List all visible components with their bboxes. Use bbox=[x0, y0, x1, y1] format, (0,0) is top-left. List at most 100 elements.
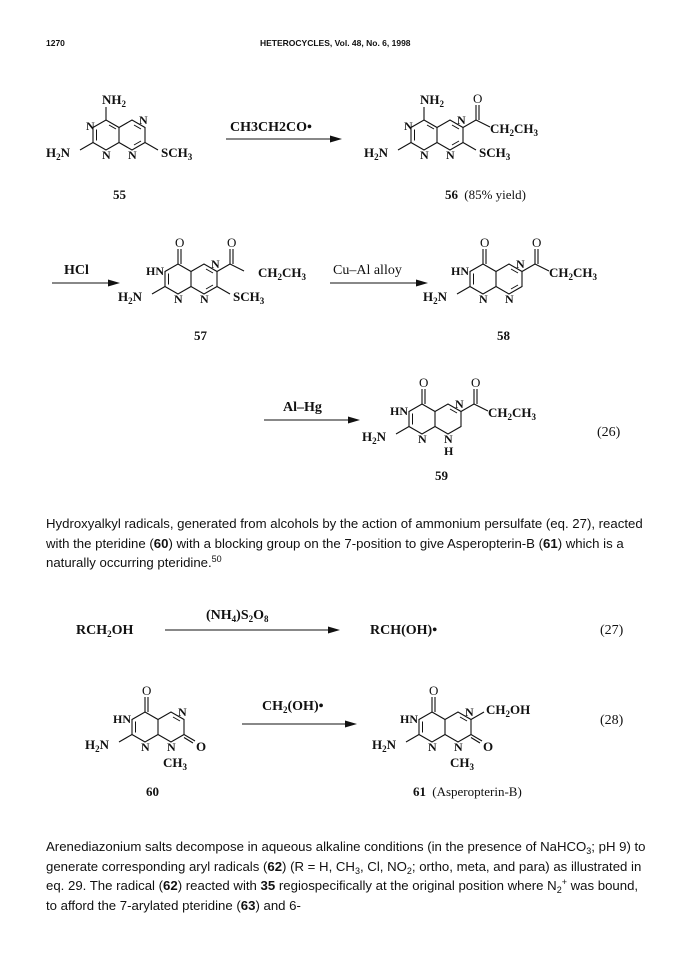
svg-text:N: N bbox=[455, 397, 464, 411]
eq27-product: RCH(OH)• bbox=[370, 623, 437, 638]
svg-text:N: N bbox=[167, 740, 176, 754]
ref-compound-60: 60 bbox=[153, 535, 169, 551]
paragraph-hydroxyalkyl-radicals: Hydroxyalkyl radicals, generated from al… bbox=[46, 516, 643, 571]
svg-text:N: N bbox=[200, 292, 209, 306]
svg-text:O: O bbox=[483, 739, 493, 754]
paragraph-arenediazonium: Arenediazonium salts decompose in aqueou… bbox=[46, 839, 646, 913]
ref-compound-63: 63 bbox=[240, 897, 256, 913]
svg-text:N: N bbox=[505, 292, 514, 306]
svg-text:N: N bbox=[479, 292, 488, 306]
svg-text:N: N bbox=[86, 119, 95, 133]
svg-text:N: N bbox=[444, 432, 453, 446]
c61-number: 61 bbox=[413, 784, 426, 799]
svg-text:N: N bbox=[428, 740, 437, 754]
eq27-reactant: RCH2OH bbox=[76, 623, 134, 639]
svg-text:CH3: CH3 bbox=[450, 755, 475, 772]
reaction-schemes-27-28: RCH2OH (NH4)S2O8 RCH(OH)• (27) O HN N N … bbox=[76, 608, 624, 799]
svg-text:N: N bbox=[404, 119, 413, 133]
c61-name: (Asperopterin-B) bbox=[432, 784, 522, 799]
svg-text:H: H bbox=[444, 444, 454, 458]
svg-text:O: O bbox=[532, 235, 541, 250]
equation-number-26: (26) bbox=[597, 425, 621, 440]
reaction-schemes: NH2 N N N N H2N SCH3 55 CH3CH2CO• NH2 N … bbox=[46, 91, 621, 483]
svg-text:H2N: H2N bbox=[364, 145, 389, 162]
structure-60: O HN N N N O H2N CH3 bbox=[85, 683, 206, 772]
running-header: 1270 HETEROCYCLES, Vol. 48, No. 6, 1998 bbox=[0, 38, 691, 54]
svg-text:N: N bbox=[174, 292, 183, 306]
compound-label-60: 60 bbox=[146, 784, 159, 799]
svg-text:O: O bbox=[473, 91, 482, 106]
ref-compound-62: 62 bbox=[267, 858, 283, 874]
structure-57: O O HN N N N H2N SCH3 CH2CH3 bbox=[118, 235, 307, 306]
compound-label-56: 56 (85% yield) bbox=[445, 187, 526, 202]
svg-text:HN: HN bbox=[113, 712, 131, 726]
reagent-hcl: HCl bbox=[64, 263, 89, 278]
svg-text:O: O bbox=[480, 235, 489, 250]
ref-compound-62b: 62 bbox=[163, 878, 178, 894]
svg-text:N: N bbox=[128, 148, 137, 162]
svg-text:N: N bbox=[446, 148, 455, 162]
journal-citation: HETEROCYCLES, Vol. 48, No. 6, 1998 bbox=[260, 38, 411, 48]
svg-text:CH2OH: CH2OH bbox=[486, 702, 530, 719]
reagent-propionyl-radical: CH3CH2CO• bbox=[230, 120, 312, 135]
svg-text:HN: HN bbox=[146, 264, 164, 278]
structure-55: NH2 N N N N H2N SCH3 bbox=[46, 92, 193, 162]
svg-text:HN: HN bbox=[400, 712, 418, 726]
structure-61: O HN N N N O H2N CH3 CH2OH bbox=[372, 683, 530, 772]
svg-text:N: N bbox=[211, 257, 220, 271]
svg-text:O: O bbox=[227, 235, 236, 250]
reagent-cu-al-alloy: Cu–Al alloy bbox=[333, 263, 402, 278]
c56-number: 56 bbox=[445, 187, 459, 202]
svg-text:CH2CH3: CH2CH3 bbox=[549, 265, 598, 282]
structure-59: O O HN N N H N H2N CH2CH3 bbox=[362, 375, 537, 458]
svg-text:N: N bbox=[102, 148, 111, 162]
svg-text:O: O bbox=[175, 235, 184, 250]
svg-text:H2N: H2N bbox=[372, 737, 397, 754]
svg-text:N: N bbox=[420, 148, 429, 162]
structure-58: O O HN N N N H2N CH2CH3 bbox=[423, 235, 598, 306]
svg-text:HN: HN bbox=[451, 264, 469, 278]
svg-text:O: O bbox=[429, 683, 438, 698]
svg-text:SCH3: SCH3 bbox=[233, 289, 265, 306]
svg-text:H2N: H2N bbox=[362, 429, 387, 446]
svg-text:CH2CH3: CH2CH3 bbox=[258, 265, 307, 282]
compound-label-58: 58 bbox=[497, 328, 511, 343]
svg-text:N: N bbox=[454, 740, 463, 754]
svg-text:H2N: H2N bbox=[85, 737, 110, 754]
svg-text:N: N bbox=[457, 113, 466, 127]
svg-text:CH2CH3: CH2CH3 bbox=[490, 121, 539, 138]
svg-text:N: N bbox=[418, 432, 427, 446]
c56-yield: (85% yield) bbox=[464, 187, 526, 202]
svg-text:O: O bbox=[142, 683, 151, 698]
reagent-al-hg: Al–Hg bbox=[283, 400, 322, 415]
citation-50: 50 bbox=[211, 554, 222, 565]
svg-text:HN: HN bbox=[390, 404, 408, 418]
eq27-reagent: (NH4)S2O8 bbox=[206, 608, 269, 624]
compound-label-55: 55 bbox=[113, 187, 127, 202]
compound-label-61: 61 (Asperopterin-B) bbox=[413, 784, 522, 799]
equation-number-27: (27) bbox=[600, 623, 624, 638]
svg-text:H2N: H2N bbox=[423, 289, 448, 306]
svg-text:N: N bbox=[465, 705, 474, 719]
svg-text:O: O bbox=[196, 739, 206, 754]
svg-text:CH3: CH3 bbox=[163, 755, 188, 772]
ref-compound-35: 35 bbox=[260, 878, 276, 894]
ref-compound-61: 61 bbox=[543, 535, 558, 551]
page-number: 1270 bbox=[46, 38, 65, 48]
structure-56: NH2 N N N N O H2N SCH3 CH2CH3 bbox=[364, 91, 539, 162]
svg-text:NH2: NH2 bbox=[420, 92, 445, 109]
eq28-reagent: CH2(OH)• bbox=[262, 699, 324, 715]
svg-text:N: N bbox=[178, 705, 187, 719]
svg-text:N: N bbox=[139, 113, 148, 127]
equation-number-28: (28) bbox=[600, 713, 624, 728]
svg-text:SCH3: SCH3 bbox=[161, 145, 193, 162]
svg-text:N: N bbox=[516, 257, 525, 271]
svg-text:O: O bbox=[471, 375, 480, 390]
svg-text:SCH3: SCH3 bbox=[479, 145, 511, 162]
svg-text:NH2: NH2 bbox=[102, 92, 127, 109]
compound-label-57: 57 bbox=[194, 328, 208, 343]
compound-label-59: 59 bbox=[435, 468, 449, 483]
svg-text:CH2CH3: CH2CH3 bbox=[488, 405, 537, 422]
svg-text:H2N: H2N bbox=[118, 289, 143, 306]
svg-text:N: N bbox=[141, 740, 150, 754]
